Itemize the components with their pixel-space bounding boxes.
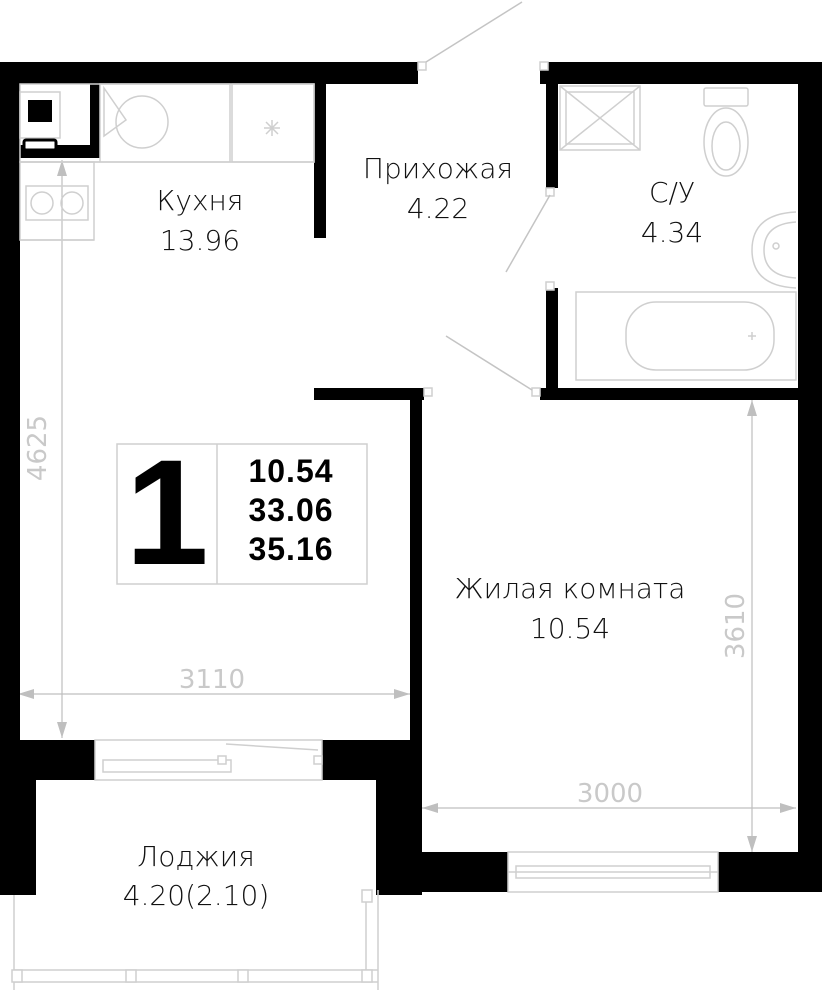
total-with-loggia-value: 35.16 bbox=[248, 531, 333, 567]
living-width-dim: 3000 bbox=[577, 779, 643, 809]
loggia-glazing bbox=[11, 889, 379, 990]
living-height-dim: 3610 bbox=[721, 593, 751, 659]
room-labels: Кухня 13.96 Прихожая 4.22 С/У 4.34 Жилая… bbox=[123, 152, 703, 912]
bathroom-name: С/У bbox=[649, 176, 695, 209]
walls bbox=[0, 62, 822, 895]
living-room-area: 10.54 bbox=[530, 612, 610, 645]
apartment-summary: 1 10.54 33.06 35.16 bbox=[116, 428, 368, 596]
dimension-labels: 4625 3110 3610 3000 bbox=[23, 415, 751, 809]
total-area-value: 33.06 bbox=[248, 492, 333, 528]
loggia-name: Лоджия bbox=[137, 840, 255, 873]
hallway-name: Прихожая bbox=[363, 152, 513, 185]
kitchen-area: 13.96 bbox=[160, 224, 240, 257]
kitchen-furniture bbox=[19, 83, 315, 241]
loggia-area: 4.20(2.10) bbox=[123, 879, 270, 912]
kitchen-height-dim: 4625 bbox=[23, 415, 53, 481]
living-room-name: Жилая комната bbox=[455, 572, 686, 605]
bathroom-fixtures bbox=[559, 85, 797, 381]
windows bbox=[94, 739, 719, 893]
kitchen-name: Кухня bbox=[157, 184, 244, 217]
doors bbox=[425, 1, 551, 391]
dimension-lines bbox=[18, 160, 796, 852]
wall-caps bbox=[417, 61, 555, 397]
kitchen-width-dim: 3110 bbox=[179, 665, 245, 695]
hallway-area: 4.22 bbox=[407, 192, 469, 225]
living-area-value: 10.54 bbox=[248, 453, 333, 489]
rooms-count: 1 bbox=[125, 428, 208, 596]
bathroom-area: 4.34 bbox=[641, 216, 703, 249]
